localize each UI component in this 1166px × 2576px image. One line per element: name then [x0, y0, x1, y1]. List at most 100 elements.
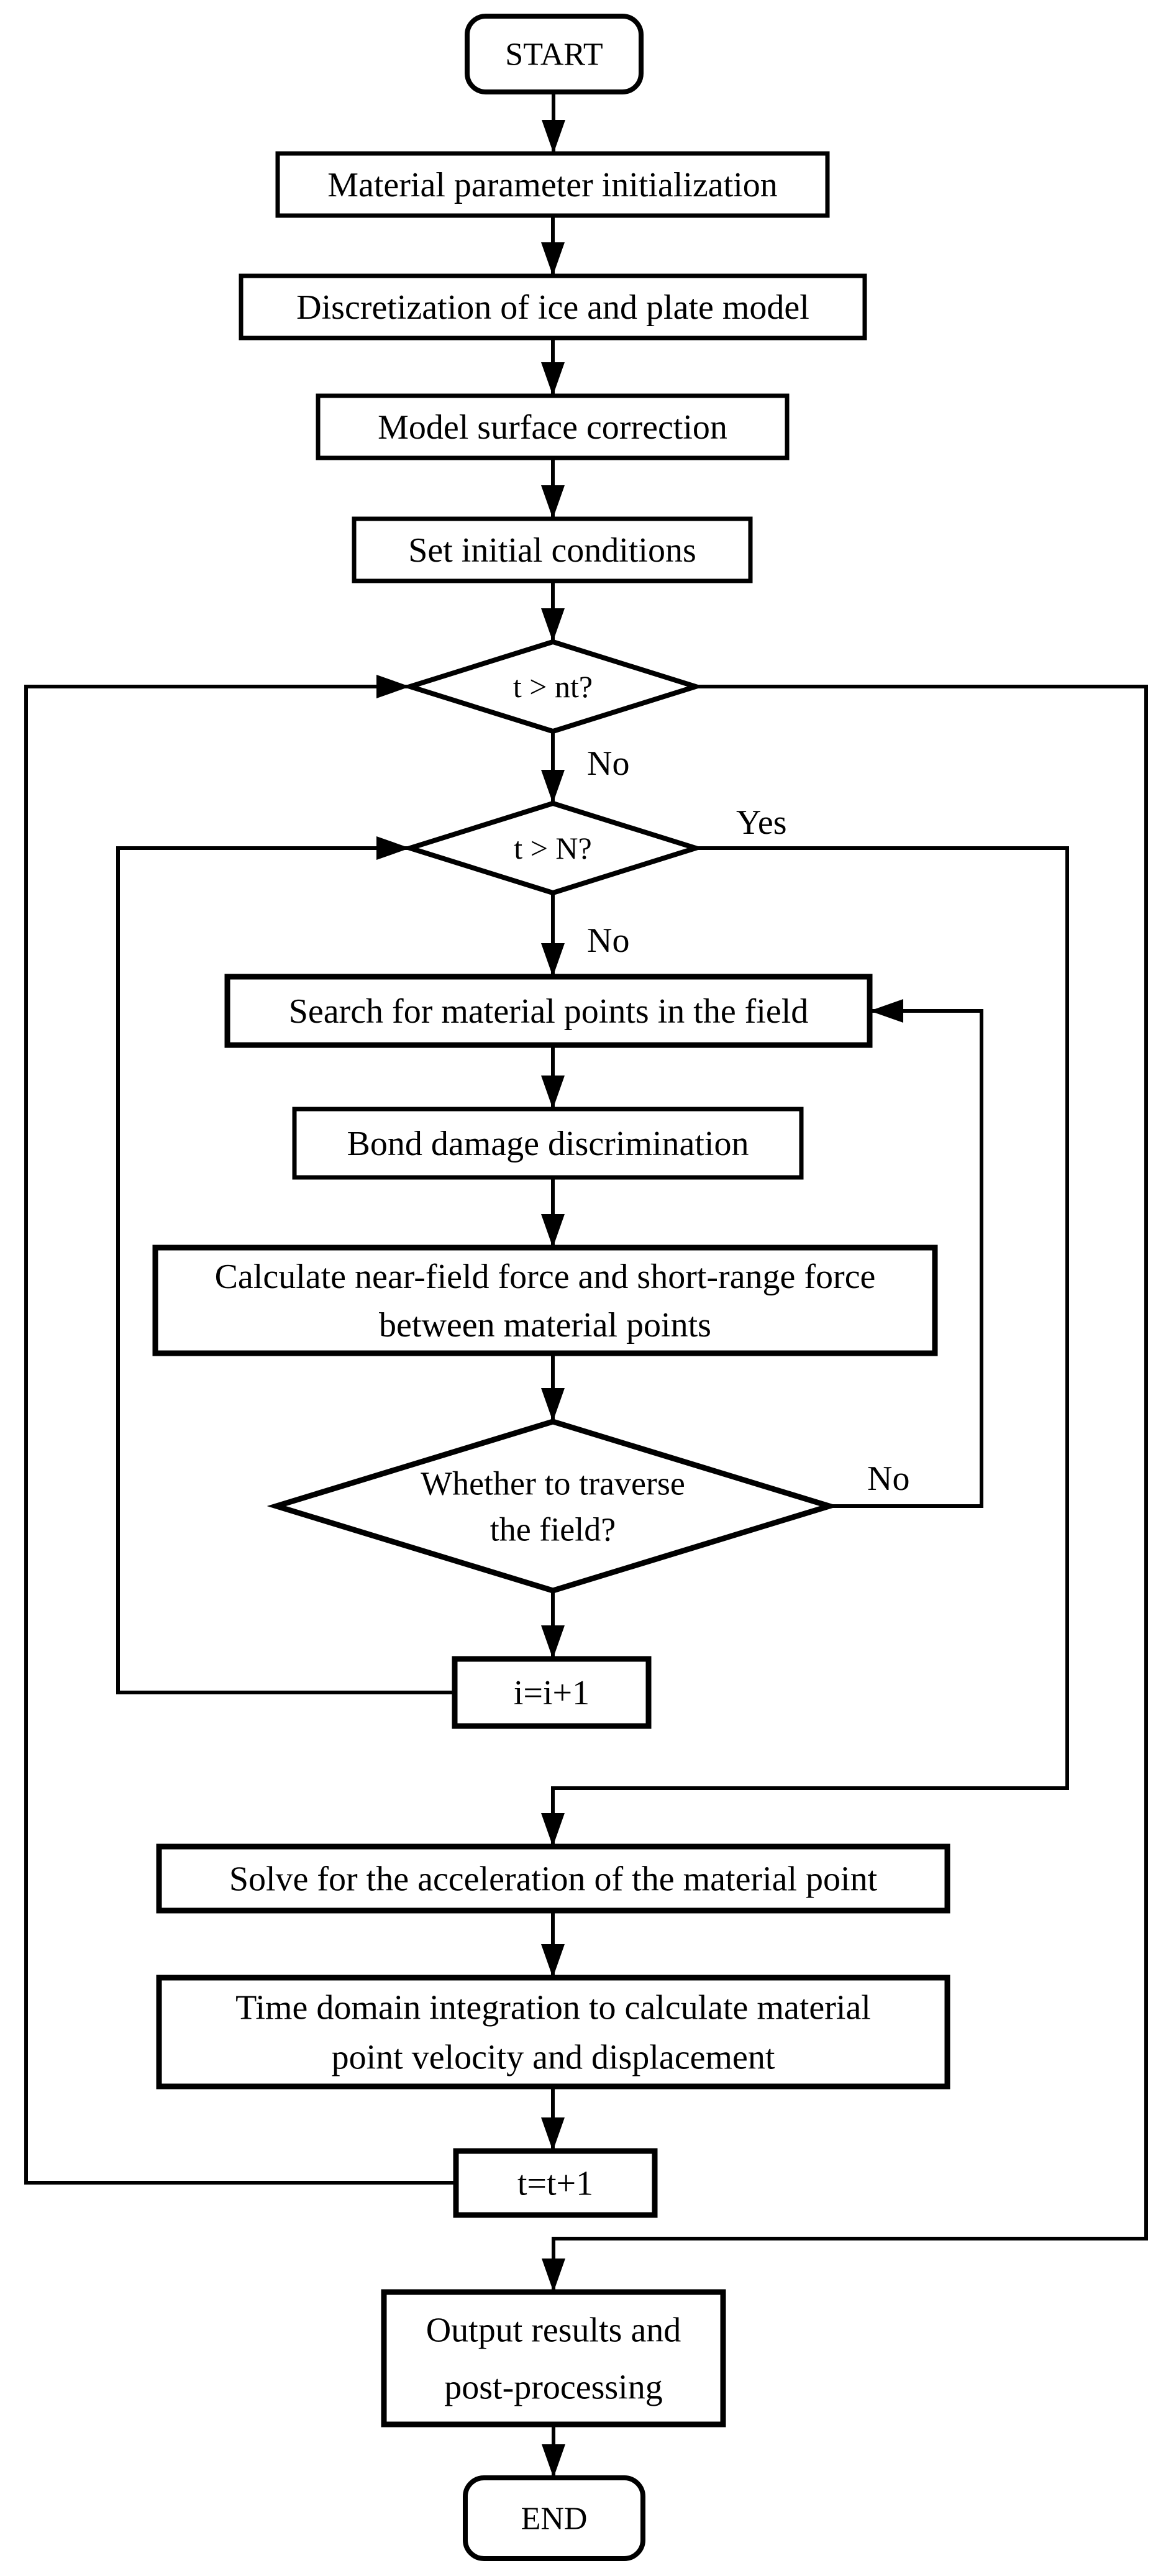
edge-line-traverse-no-loop-to-search — [829, 1009, 983, 1508]
arrowhead-initial-conditions-to-check-t-nt — [541, 608, 565, 642]
check-t-n-diamond-shape — [401, 800, 704, 896]
search-field-label: Search for material points in the field — [289, 992, 809, 1031]
branch-label-yes-1: Yes — [736, 803, 786, 842]
node-calc-force: Calculate near-field force and short-ran… — [152, 1245, 938, 1356]
node-check-t-nt: t > nt? — [401, 639, 704, 734]
node-surface-correction: Model surface correction — [316, 393, 790, 460]
bond-damage-label: Bond damage discrimination — [347, 1125, 749, 1163]
traverse-check-label: the field? — [490, 1510, 616, 1548]
branch-label-no-3: No — [867, 1459, 909, 1498]
arrowhead-check-t-nt-yes-to-output — [542, 2259, 565, 2292]
arrowhead-check-t-n-yes-to-solve — [541, 1813, 565, 1847]
arrowhead-start-to-init — [542, 120, 565, 153]
edge-solve-to-time-integration — [541, 1911, 565, 1978]
edge-time-integration-to-t-increment — [541, 2086, 565, 2151]
arrowhead-check-t-nt-no-branch — [541, 770, 565, 803]
check-t-nt-diamond-shape — [401, 639, 704, 734]
surface-correction-process-shape — [316, 393, 790, 460]
output-results-label: post-processing — [444, 2368, 663, 2407]
branch-label-no-2: No — [587, 921, 629, 960]
node-search-field: Search for material points in the field — [224, 974, 873, 1048]
edge-traverse-no-loop-to-search — [829, 999, 983, 1508]
edge-i-increment-loop-to-check-t-n — [116, 836, 455, 1694]
branch-label-no-1: No — [587, 744, 629, 783]
node-bond-damage: Bond damage discrimination — [292, 1107, 804, 1180]
edge-init-to-discretization — [541, 216, 565, 276]
calc-force-process-shape — [152, 1245, 938, 1356]
solve-acceleration-process-shape — [156, 1843, 950, 1914]
traverse-check-diamond-shape — [266, 1418, 839, 1594]
t-increment-label: t=t+1 — [517, 2165, 593, 2203]
arrowhead-traverse-no-loop-to-search — [870, 999, 903, 1023]
edge-calc-force-to-traverse-check — [541, 1353, 565, 1422]
node-material-init: Material parameter initialization — [275, 151, 830, 218]
material-init-label: Material parameter initialization — [327, 166, 778, 204]
edge-traverse-check-to-i-increment — [541, 1591, 565, 1659]
node-discretization: Discretization of ice and plate model — [239, 273, 867, 340]
arrowhead-discretization-to-surface — [541, 362, 565, 396]
arrowhead-time-integration-to-t-increment — [541, 2117, 565, 2151]
arrowhead-surface-to-initial-conditions — [541, 485, 565, 519]
traverse-check-label: Whether to traverse — [421, 1464, 685, 1502]
initial-conditions-process-shape — [352, 516, 753, 583]
node-i-increment: i=i+1 — [452, 1656, 652, 1729]
surface-correction-label: Model surface correction — [378, 408, 727, 447]
check-t-nt-label: t > nt? — [513, 669, 593, 704]
node-time-integration: Time domain integration to calculate mat… — [156, 1975, 950, 2090]
node-end: END — [463, 2475, 645, 2561]
arrowhead-init-to-discretization — [541, 242, 565, 276]
time-integration-label: Time domain integration to calculate mat… — [235, 1989, 871, 2027]
edge-initial-conditions-to-check-t-nt — [541, 581, 565, 642]
material-init-process-shape — [275, 151, 830, 218]
edge-line-i-increment-loop-to-check-t-n — [116, 846, 455, 1694]
arrowhead-solve-to-time-integration — [541, 1944, 565, 1978]
i-increment-process-shape — [452, 1656, 652, 1729]
end-label: END — [521, 2501, 588, 2537]
edge-t-increment-loop-to-check-t-nt — [24, 675, 456, 2185]
output-results-process-shape — [381, 2289, 726, 2428]
discretization-process-shape — [239, 273, 867, 340]
node-check-t-n: t > N? — [401, 800, 704, 896]
time-integration-process-shape — [156, 1975, 950, 2090]
start-terminator-shape — [465, 14, 644, 94]
edge-output-to-end — [542, 2424, 565, 2478]
arrowhead-bond-damage-to-calc-force — [541, 1214, 565, 1248]
arrowhead-calc-force-to-traverse-check — [541, 1388, 565, 1422]
edge-check-t-n-no-branch — [541, 893, 565, 977]
edge-line-t-increment-loop-to-check-t-nt — [24, 685, 456, 2185]
edge-check-t-nt-no-branch — [541, 731, 565, 803]
t-increment-process-shape — [453, 2148, 658, 2218]
check-t-n-label: t > N? — [514, 831, 591, 866]
node-traverse-check: Whether to traverse the field? — [266, 1418, 839, 1594]
output-results-label: Output results and — [426, 2311, 681, 2350]
edge-check-t-nt-yes-to-output — [542, 685, 1148, 2292]
node-start: START — [465, 14, 644, 94]
node-initial-conditions: Set initial conditions — [352, 516, 753, 583]
edge-line-check-t-nt-yes-to-output — [552, 685, 1148, 2292]
edge-discretization-to-surface — [541, 338, 565, 396]
edge-surface-to-initial-conditions — [541, 458, 565, 519]
node-t-increment: t=t+1 — [453, 2148, 658, 2218]
arrowhead-i-increment-loop-to-check-t-n — [376, 836, 410, 860]
calc-force-label: Calculate near-field force and short-ran… — [215, 1258, 876, 1296]
arrowhead-output-to-end — [542, 2444, 565, 2478]
solve-acceleration-label: Solve for the acceleration of the materi… — [229, 1860, 878, 1899]
arrowhead-search-to-bond-damage — [541, 1076, 565, 1109]
calc-force-label: between material points — [379, 1306, 711, 1345]
arrowhead-check-t-n-no-branch — [541, 943, 565, 977]
arrowhead-t-increment-loop-to-check-t-nt — [376, 675, 410, 698]
initial-conditions-label: Set initial conditions — [408, 531, 696, 570]
i-increment-label: i=i+1 — [514, 1674, 590, 1712]
start-label: START — [505, 37, 603, 73]
node-solve-acceleration: Solve for the acceleration of the materi… — [156, 1843, 950, 1914]
time-integration-label: point velocity and displacement — [332, 2039, 775, 2077]
node-output-results: Output results and post-processing — [381, 2289, 726, 2428]
arrowhead-traverse-check-to-i-increment — [541, 1625, 565, 1659]
bond-damage-process-shape — [292, 1107, 804, 1180]
edge-line-check-t-n-yes-to-solve — [551, 846, 1069, 1847]
edge-bond-damage-to-calc-force — [541, 1177, 565, 1248]
edge-check-t-n-yes-to-solve — [541, 846, 1069, 1847]
edge-search-to-bond-damage — [541, 1045, 565, 1109]
